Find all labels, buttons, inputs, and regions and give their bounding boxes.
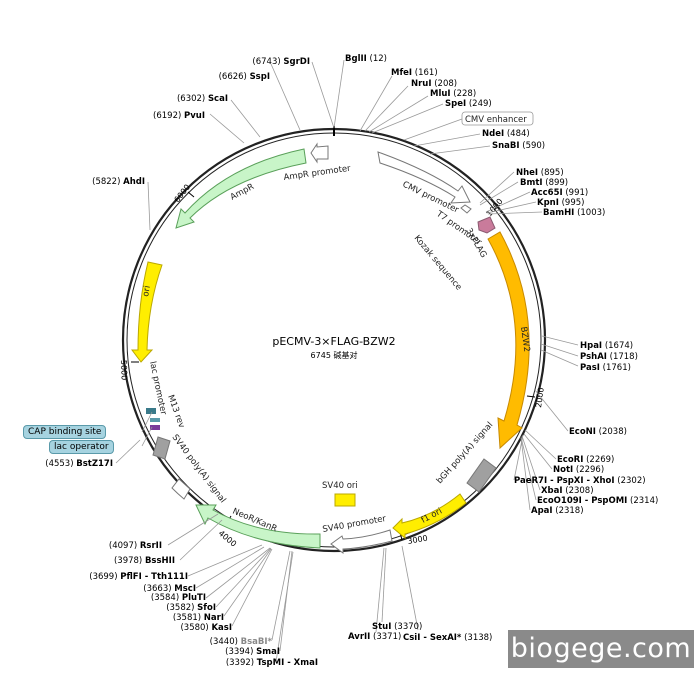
site-bsshii[interactable]: (3978) BssHII <box>114 556 175 566</box>
feature-cmv-promoter[interactable] <box>377 151 471 204</box>
site-tth111i[interactable]: (3699) PflFI - Tth111I <box>89 572 188 582</box>
label-sv40-ori: SV40 ori <box>322 481 358 491</box>
tick-5000: 5000 <box>119 360 129 381</box>
site-rsrii[interactable]: (4097) RsrII <box>109 541 162 551</box>
site-kpni[interactable]: KpnI (995) <box>537 198 584 208</box>
site-avrii[interactable]: AvrII (3371) <box>348 632 401 642</box>
label-sv40-promoter: SV40 promoter <box>322 514 387 535</box>
site-bstz17i[interactable]: (4553) BstZ17I <box>45 459 113 469</box>
tick-2000: 2000 <box>534 387 546 408</box>
site-sspi[interactable]: (6626) SspI <box>219 72 270 82</box>
watermark: biogege.com <box>508 630 694 668</box>
site-hpai[interactable]: HpaI (1674) <box>580 341 633 351</box>
feature-neor-kanr[interactable] <box>195 504 321 549</box>
site-ndei[interactable]: NdeI (484) <box>482 129 530 139</box>
feature-cap-block <box>146 408 156 414</box>
site-mfei[interactable]: MfeI (161) <box>391 68 438 78</box>
label-lac-promoter: lac promoter <box>147 361 168 417</box>
site-csii[interactable]: CsiI - SexAI* (3138) <box>403 633 492 643</box>
site-econi[interactable]: EcoNI (2038) <box>569 427 627 437</box>
site-stui[interactable]: StuI (3370) <box>372 622 422 632</box>
label-ampr-promoter: AmpR promoter <box>283 164 352 183</box>
feature-3xflag[interactable] <box>477 216 496 234</box>
site-smai[interactable]: (3394) SmaI <box>225 647 280 657</box>
site-spei[interactable]: SpeI (249) <box>445 99 492 109</box>
feature-sv40-promoter[interactable] <box>330 529 393 554</box>
site-bmti[interactable]: BmtI (899) <box>520 178 568 188</box>
leader-lines <box>115 59 579 663</box>
site-bsabi[interactable]: (3440) BsaBI* <box>210 637 273 647</box>
label-cmv-promoter: CMV promoter <box>401 180 461 216</box>
feature-f1-ori[interactable] <box>392 493 467 540</box>
feature-ampr[interactable] <box>175 148 307 229</box>
site-sfoi[interactable]: (3582) SfoI <box>166 603 216 613</box>
site-bamhi[interactable]: BamHI (1003) <box>543 208 605 218</box>
site-ecori[interactable]: EcoRI (2269) <box>557 455 614 465</box>
site-nhei[interactable]: NheI (895) <box>516 168 564 178</box>
site-pspomi[interactable]: EcoO109I - PspOMI (2314) <box>537 496 658 506</box>
label-cmv-enhancer: CMV enhancer <box>465 115 527 125</box>
feature-sv40-polya[interactable] <box>171 478 191 500</box>
feature-bgh-polya[interactable] <box>466 458 497 493</box>
label-kozak: Kozak sequence <box>412 234 464 293</box>
site-sgrdi[interactable]: (6743) SgrDI <box>252 57 310 67</box>
site-nari[interactable]: (3581) NarI <box>173 613 224 623</box>
tick-4000: 4000 <box>217 529 238 549</box>
site-apai[interactable]: ApaI (2318) <box>531 506 584 516</box>
site-msci[interactable]: (3663) MscI <box>143 584 196 594</box>
feature-m13-block <box>150 418 160 422</box>
feature-sv40-ori[interactable] <box>334 493 356 507</box>
feature-lacop-block <box>150 425 160 430</box>
site-kasi[interactable]: (3580) KasI <box>180 623 232 633</box>
site-ahdi[interactable]: (5822) AhdI <box>92 177 145 187</box>
site-xmai[interactable]: (3392) TspMI - XmaI <box>226 658 318 668</box>
tick-3000: 3000 <box>407 534 429 546</box>
feature-t7-promoter[interactable] <box>460 204 472 214</box>
cap-binding-site-label: CAP binding site <box>23 425 107 439</box>
label-ori: ori <box>141 285 153 298</box>
feature-ori[interactable] <box>131 261 163 363</box>
plasmid-size: 6745 碱基对 <box>311 350 358 360</box>
plasmid-name: pECMV-3×FLAG-BZW2 <box>272 335 395 348</box>
site-acc65i[interactable]: Acc65I (991) <box>531 188 588 198</box>
site-xbai[interactable]: XbaI (2308) <box>541 486 594 496</box>
lac-operator-label: lac operator <box>49 440 114 454</box>
label-bzw2: BZW2 <box>518 326 531 353</box>
feature-bzw2[interactable] <box>487 231 530 450</box>
site-xhoi[interactable]: PaeR7I - PspXI - XhoI (2302) <box>514 476 646 486</box>
feature-ampr-promoter[interactable] <box>310 142 329 164</box>
site-pasi[interactable]: PasI (1761) <box>580 363 631 373</box>
cmv-enhancer-box <box>461 111 534 126</box>
site-pluti[interactable]: (3584) PluTI <box>151 593 206 603</box>
site-nrui[interactable]: NruI (208) <box>411 79 457 89</box>
site-pvui[interactable]: (6192) PvuI <box>153 111 205 121</box>
site-noti[interactable]: NotI (2296) <box>553 465 604 475</box>
site-scai[interactable]: (6302) ScaI <box>177 94 228 104</box>
site-snabi[interactable]: SnaBI (590) <box>492 141 545 151</box>
feature-grey-block <box>152 436 171 460</box>
site-mlui[interactable]: MluI (228) <box>430 89 476 99</box>
site-bglii[interactable]: BglII (12) <box>345 54 387 64</box>
site-pshai[interactable]: PshAI (1718) <box>580 352 638 362</box>
